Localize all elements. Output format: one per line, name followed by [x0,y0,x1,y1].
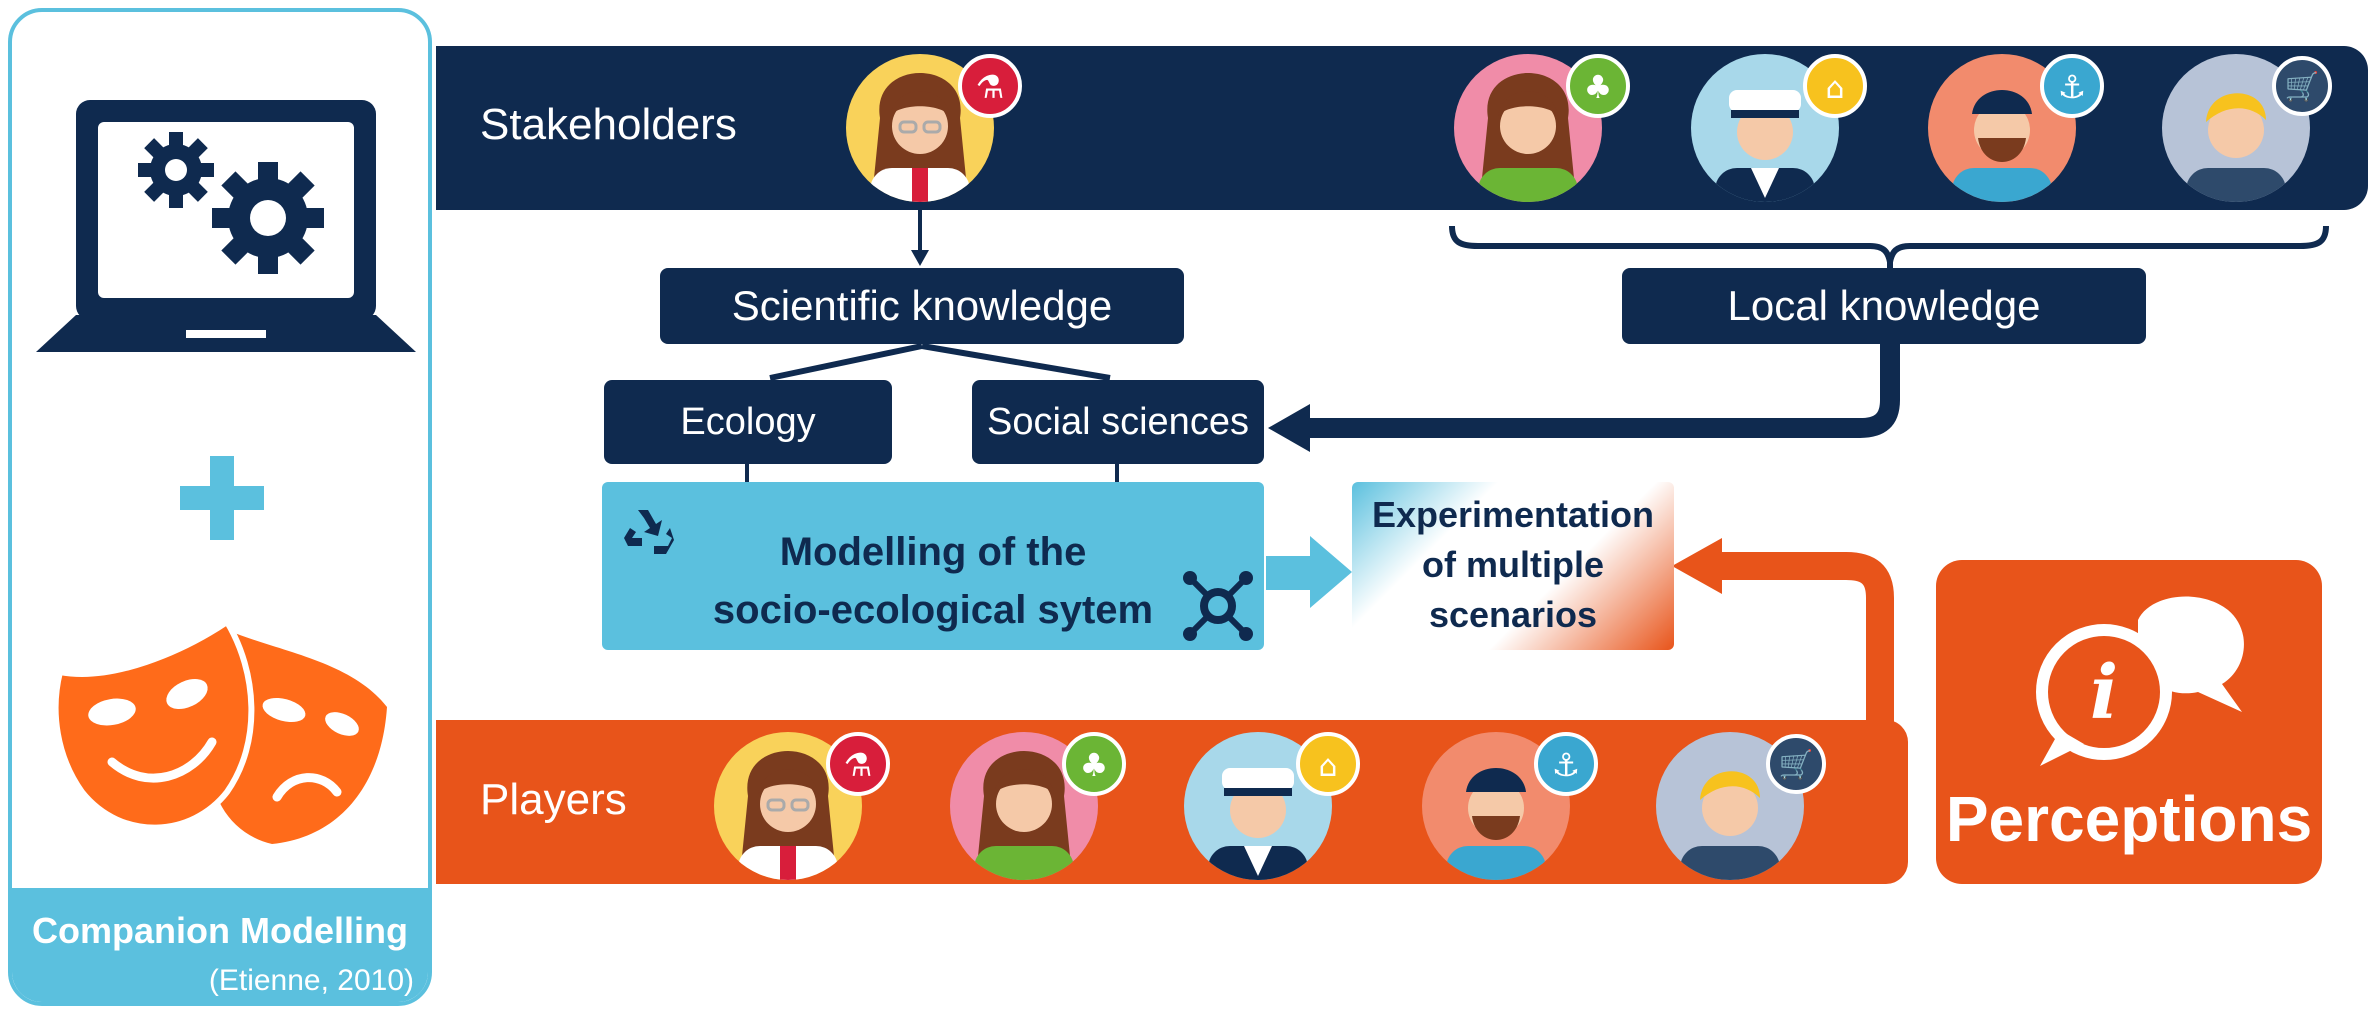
recycle-icon [624,510,674,554]
theatre-masks-icon [52,617,387,844]
companion-modelling-footer: Companion Modelling (Etienne, 2010) [12,888,428,1002]
modelling-line1: Modelling of the [779,530,1087,574]
companion-modelling-title: Companion Modelling [32,910,408,951]
svg-text:i: i [2090,650,2118,736]
players-band [436,720,1908,884]
stakeholders-label: Stakeholders [480,100,737,149]
scientific-knowledge-box: Scientific knowledge [660,268,1184,344]
laptop-gears-icon [36,100,416,352]
experimentation-line2: of multiple [1422,544,1604,585]
info-speech-bubble-icon: i [2036,596,2244,766]
perceptions-box: i Perceptions [1936,560,2322,884]
experimentation-box: Experimentation of multiple scenarios [1352,482,1674,650]
modelling-box: Modelling of the socio-ecological sytem [602,482,1264,650]
perceptions-label: Perceptions [1945,783,2313,855]
network-icon [1183,571,1253,641]
experimentation-line3: scenarios [1428,594,1598,635]
social-sciences-box: Social sciences [972,380,1264,464]
players-label: Players [480,775,627,824]
ecology-box: Ecology [604,380,892,464]
plus-icon [180,456,264,540]
citation: (Etienne, 2010) [208,964,414,997]
experimentation-line1: Experimentation [1371,494,1655,535]
local-knowledge-box: Local knowledge [1622,268,2146,344]
modelling-line2: socio-ecological sytem [712,588,1154,632]
companion-modelling-panel: Companion Modelling (Etienne, 2010) [8,8,432,1006]
